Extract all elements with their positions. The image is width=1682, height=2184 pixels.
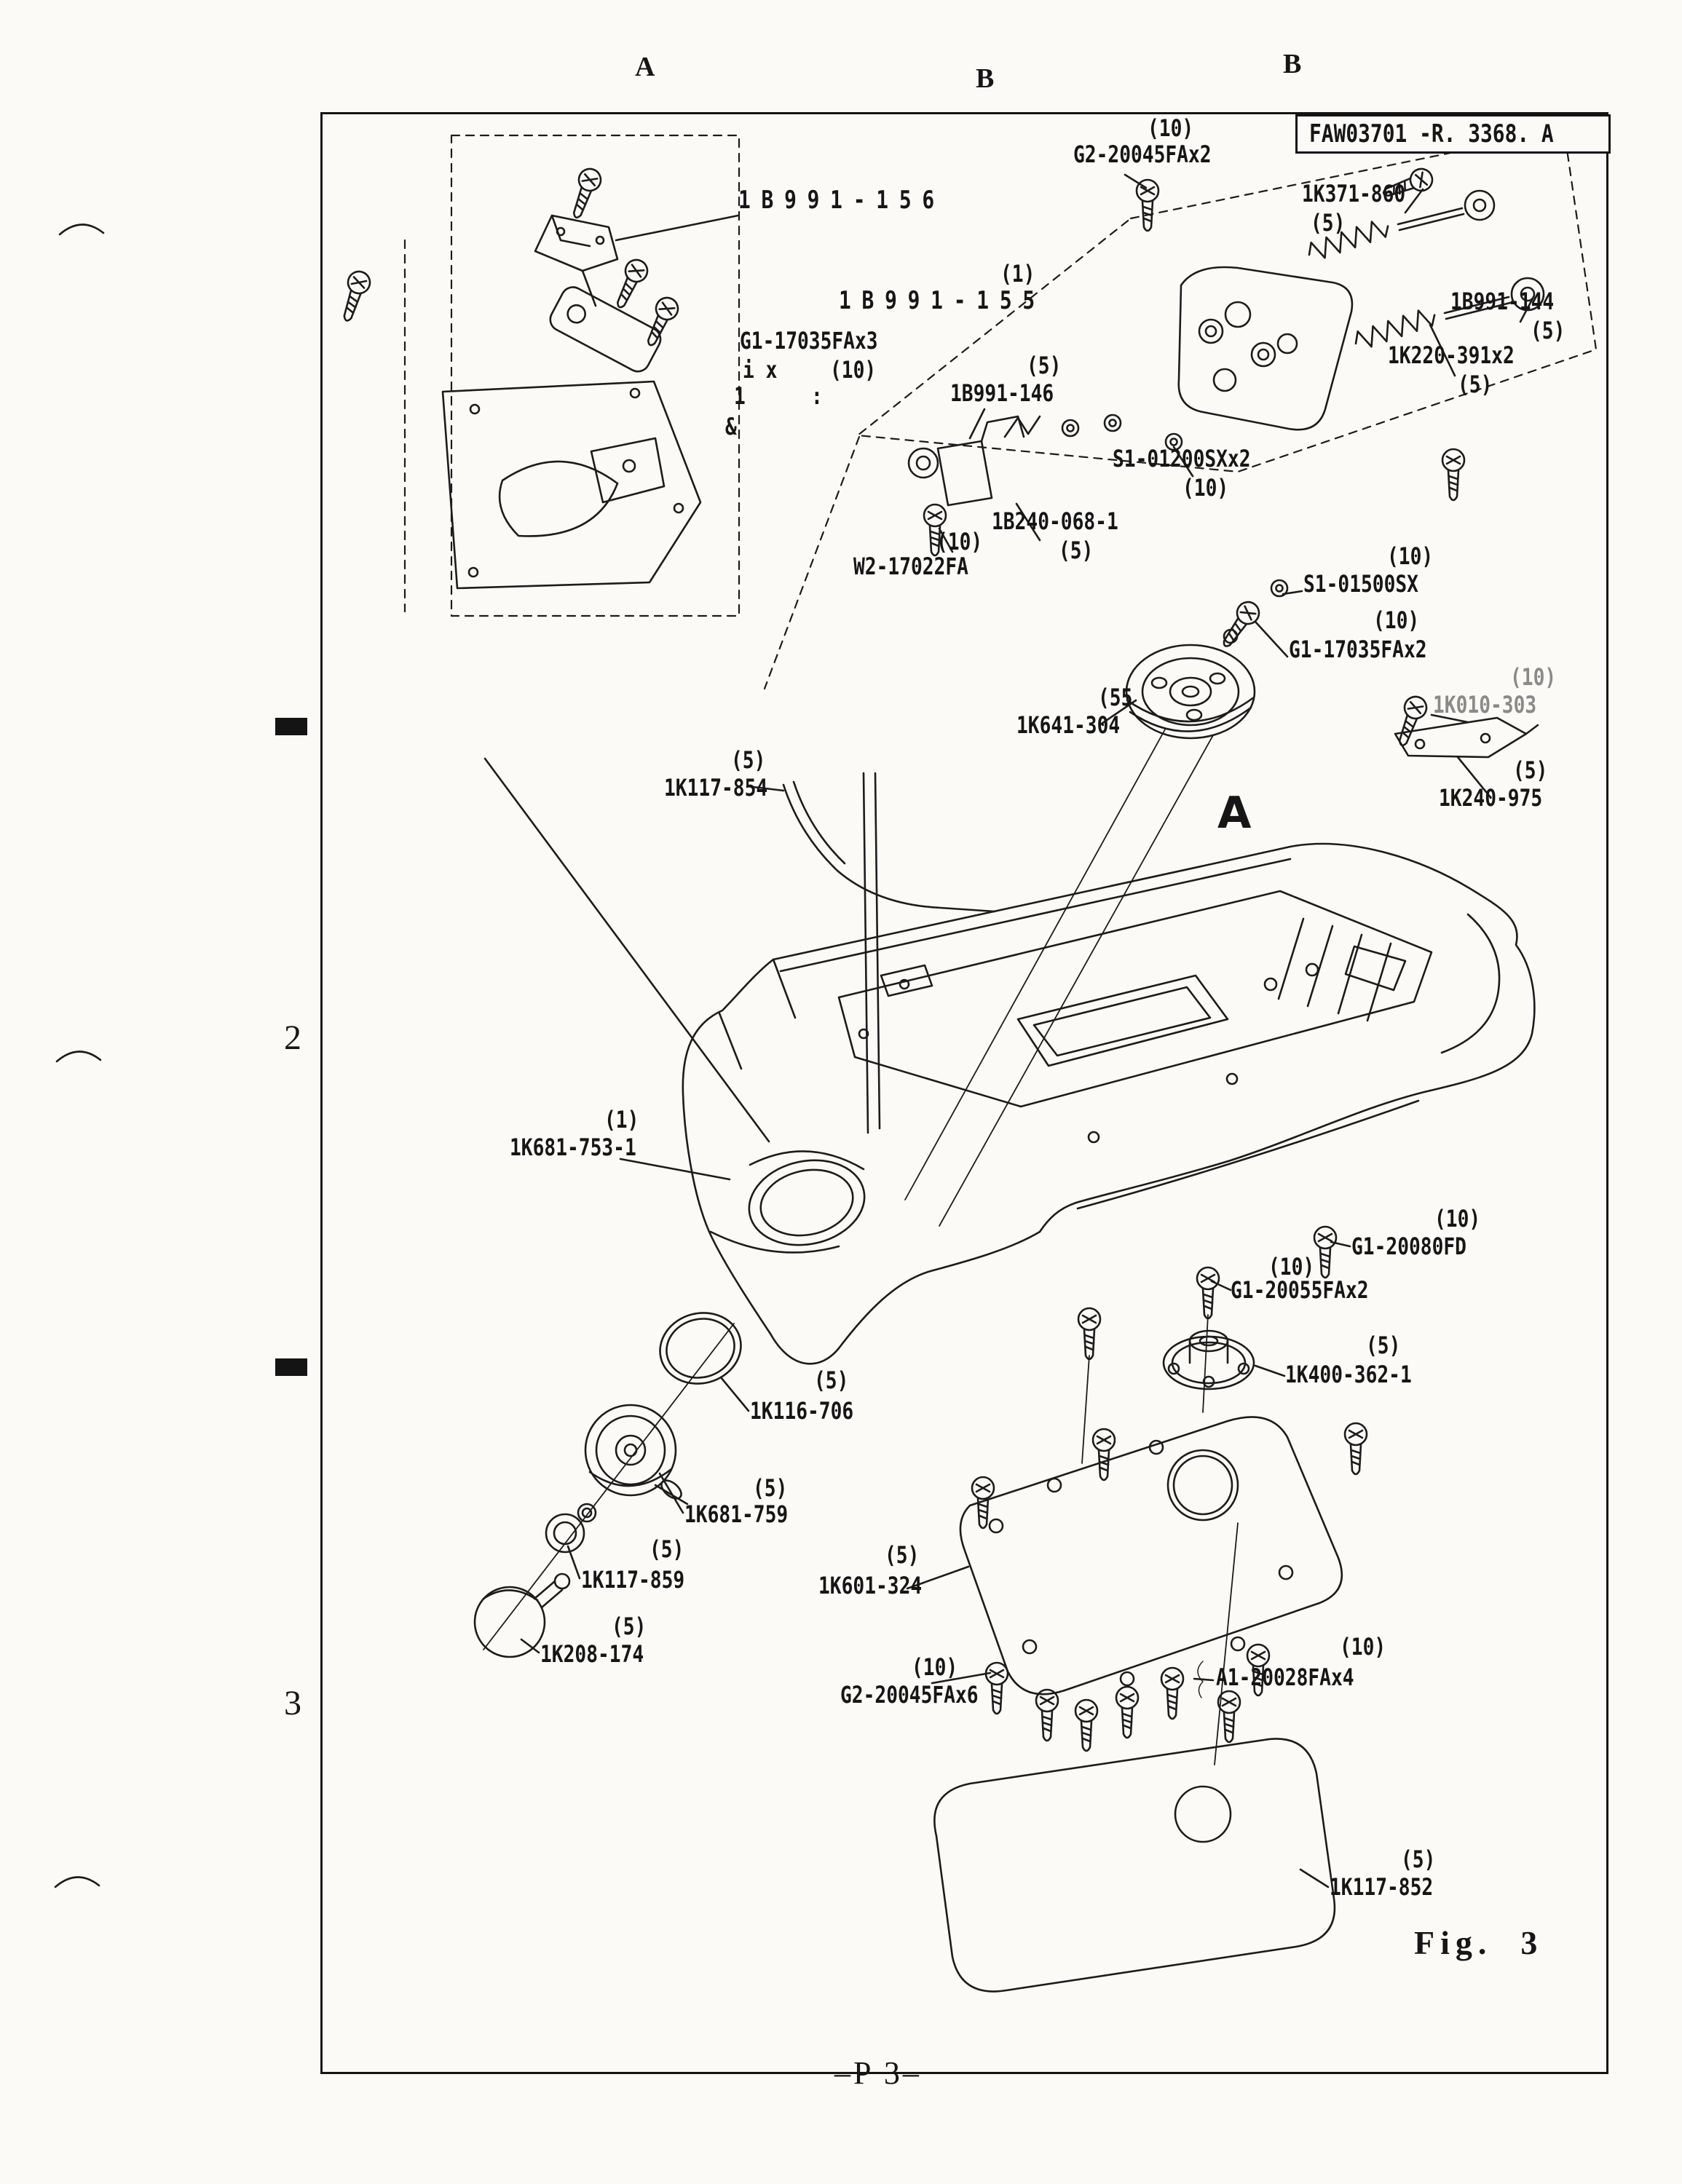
part-label: (5) [1531,317,1565,344]
page-number: –P 3– [834,2055,922,2091]
part-label: 1K400-362-1 [1285,1361,1412,1388]
part-label: 1K371-860 [1302,180,1406,207]
part-label: 1K240-975 [1439,784,1543,812]
part-label: 1K010-303 [1433,691,1537,719]
part-label: G1-17035FAx2 [1289,636,1427,663]
part-label: G1-20080FD [1351,1233,1466,1260]
part-label: 1B991-155 [839,286,1046,315]
part-label: 1K681-753-1 [510,1133,636,1161]
part-label: 1K117-852 [1330,1873,1434,1901]
leader-lines [483,173,1535,1888]
part-label: (5) [1311,209,1346,237]
pulley-1K641-304 [904,579,1289,1227]
part-label: (5) [1458,371,1493,398]
part-label: (10) [1268,1253,1315,1281]
part-label: (10) [1340,1633,1386,1661]
grid-letter: A [635,52,655,82]
lever-1K240-975 [1390,692,1539,759]
part-label: 1B240-068-1 [992,507,1118,535]
part-label: (10) [1510,663,1557,691]
part-label: (10) [830,356,877,384]
part-label: G2-20045FAx6 [840,1681,979,1709]
part-label: (10) [1182,474,1229,502]
part-label: 1K116-706 [750,1397,854,1425]
part-label: G1-20055FAx2 [1231,1276,1369,1304]
mount-1K400-362-1 [1162,1329,1255,1390]
part-label: 1B991-156 [738,186,945,215]
part-label: (5) [753,1474,788,1502]
part-label: 1K117-854 [664,774,768,802]
part-label: (5) [1027,352,1062,379]
assembly-1B991-156 [335,165,702,590]
part-label: S1-01200SXx2 [1113,445,1251,472]
margin-number: 3 [284,1684,301,1722]
part-label: 1K220-391x2 [1388,341,1515,369]
grid-letter: B [976,63,995,94]
part-label: (55 [1098,684,1133,711]
part-label: i x [743,356,778,384]
part-label: (10) [1148,114,1194,142]
assembly-1B991-144 [1177,165,1545,502]
part-label: 1K117-859 [581,1566,685,1594]
part-label: (1) [604,1106,639,1133]
part-label: (5) [1513,756,1548,784]
part-label: 1K208-174 [540,1640,644,1668]
part-label: 1K681-759 [684,1500,789,1528]
part-label: (10) [912,1653,958,1681]
part-label: (5) [885,1541,920,1569]
part-label: (5) [731,746,766,774]
part-label: (5) [649,1535,684,1563]
part-label: W2-17022FA [853,553,968,580]
part-label: (5) [1059,537,1094,564]
figure-caption: Fig. 3 [1414,1924,1544,1961]
part-label: (5) [1366,1332,1401,1359]
chassis-body [682,842,1536,1365]
part-label: 1 [734,382,746,410]
margin-number: 2 [284,1018,301,1057]
part-label: G1-17035FAx3 [740,327,878,355]
part-label: A [1217,788,1252,839]
part-label: (10) [1387,542,1434,570]
part-label: 1B991-144 [1450,288,1555,315]
part-label: (5) [1401,1845,1436,1873]
part-label: (10) [936,528,983,555]
part-label: (10) [1373,606,1420,634]
plate-1K601-324 [959,1416,1368,1765]
doc-number: FAW03701 -R. 3368. A [1309,119,1554,149]
part-label: G2-20045FAx2 [1073,141,1212,168]
drawing-frame [320,112,1608,2074]
part-label: : [811,382,823,410]
grid-letter: B [1283,49,1302,79]
part-label: 1K601-324 [818,1572,923,1599]
part-label: A1-20028FAx4 [1216,1663,1354,1691]
assembly-1B991-146 [907,414,1183,557]
part-label: (5) [612,1613,647,1640]
part-label: 1B991-146 [950,379,1054,407]
binding-marks [54,223,307,1888]
part-label: (5) [814,1366,849,1394]
part-label: (1) [1000,260,1035,288]
doc-number-box: FAW03701 -R. 3368. A [1295,114,1611,154]
part-label: S1-01500SX [1303,570,1418,598]
part-label: & [725,413,737,440]
part-label: (10) [1434,1205,1481,1233]
knob-train [473,1312,742,1658]
part-label: 1K641-304 [1016,711,1121,739]
cover-1K117-852 [933,1738,1336,1993]
